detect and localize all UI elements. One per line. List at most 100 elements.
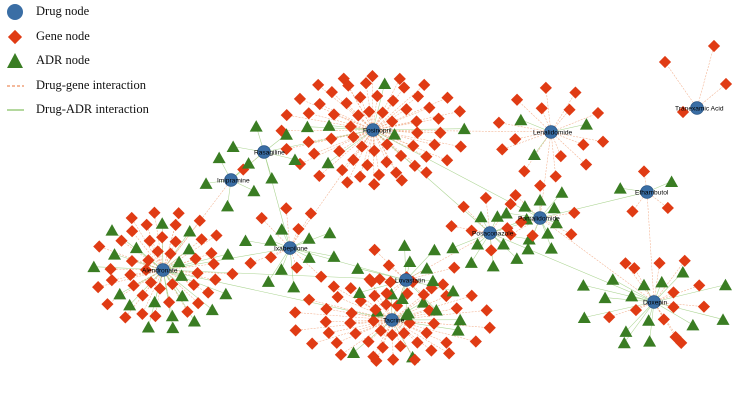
gene-node[interactable]	[166, 278, 179, 291]
gene-node[interactable]	[370, 354, 383, 367]
gene-node[interactable]	[336, 163, 349, 177]
gene-node[interactable]	[302, 135, 315, 149]
gene-node[interactable]	[384, 275, 397, 289]
adr-node[interactable]	[388, 128, 402, 140]
gene-node[interactable]	[181, 305, 194, 318]
gene-node[interactable]	[382, 259, 395, 272]
gene-node[interactable]	[418, 78, 431, 91]
gene-node[interactable]	[509, 189, 522, 202]
adr-node[interactable]	[457, 122, 471, 135]
gene-node[interactable]	[549, 170, 562, 183]
adr-node[interactable]	[239, 234, 253, 247]
adr-node[interactable]	[416, 296, 430, 308]
gene-node[interactable]	[380, 156, 393, 169]
adr-node[interactable]	[242, 157, 256, 169]
adr-node[interactable]	[718, 278, 732, 291]
adr-node[interactable]	[490, 210, 504, 222]
adr-node[interactable]	[426, 274, 440, 287]
adr-node[interactable]	[323, 226, 337, 239]
adr-node[interactable]	[322, 119, 336, 131]
adr-node[interactable]	[665, 175, 679, 188]
gene-node[interactable]	[172, 207, 185, 220]
gene-node[interactable]	[417, 288, 430, 301]
gene-node[interactable]	[327, 108, 341, 121]
gene-node[interactable]	[315, 270, 328, 283]
adr-node[interactable]	[453, 313, 467, 326]
gene-node[interactable]	[187, 278, 200, 291]
gene-node[interactable]	[408, 159, 421, 172]
gene-node[interactable]	[148, 206, 161, 219]
drug-node-tranexamic-acid[interactable]: Tranexamic Acid	[675, 101, 724, 115]
gene-node[interactable]	[485, 244, 498, 257]
drug-node-imipramine[interactable]: Imipramine	[217, 173, 250, 187]
gene-node[interactable]	[192, 297, 205, 310]
gene-node[interactable]	[626, 205, 639, 218]
gene-node[interactable]	[469, 335, 482, 348]
gene-node[interactable]	[136, 289, 149, 302]
gene-node[interactable]	[313, 97, 326, 111]
gene-node[interactable]	[397, 327, 411, 340]
gene-node[interactable]	[355, 140, 368, 153]
adr-node[interactable]	[321, 156, 335, 169]
gene-node[interactable]	[443, 347, 456, 360]
gene-node[interactable]	[707, 39, 721, 53]
gene-node[interactable]	[210, 229, 223, 242]
adr-node[interactable]	[107, 248, 121, 260]
adr-node[interactable]	[527, 148, 541, 160]
gene-node[interactable]	[362, 335, 375, 348]
adr-node[interactable]	[398, 239, 412, 251]
gene-node[interactable]	[340, 97, 353, 110]
drug-node-posaconazole[interactable]: Posaconazole	[472, 226, 514, 240]
gene-node[interactable]	[244, 257, 257, 270]
adr-node[interactable]	[141, 320, 155, 333]
gene-node[interactable]	[368, 178, 381, 191]
gene-node[interactable]	[105, 274, 118, 287]
gene-node[interactable]	[457, 200, 470, 213]
adr-node[interactable]	[541, 227, 555, 239]
gene-node[interactable]	[226, 267, 239, 281]
gene-node[interactable]	[347, 130, 360, 144]
adr-node[interactable]	[577, 311, 591, 324]
gene-node[interactable]	[289, 306, 302, 319]
gene-node[interactable]	[518, 165, 531, 178]
gene-node[interactable]	[163, 296, 176, 309]
adr-node[interactable]	[287, 280, 301, 293]
gene-node[interactable]	[304, 207, 317, 220]
gene-node[interactable]	[410, 115, 423, 128]
gene-node[interactable]	[381, 138, 394, 151]
gene-node[interactable]	[280, 202, 293, 215]
gene-node[interactable]	[280, 108, 293, 122]
adr-node[interactable]	[123, 298, 137, 311]
gene-node[interactable]	[345, 307, 358, 320]
gene-node[interactable]	[596, 135, 610, 148]
gene-node[interactable]	[565, 228, 578, 241]
gene-node[interactable]	[372, 168, 386, 182]
adr-node[interactable]	[172, 255, 186, 268]
gene-node[interactable]	[290, 261, 303, 274]
gene-node[interactable]	[344, 316, 357, 330]
gene-node[interactable]	[308, 147, 321, 160]
adr-node[interactable]	[155, 217, 169, 229]
gene-node[interactable]	[191, 267, 204, 280]
gene-node[interactable]	[667, 301, 680, 314]
adr-node[interactable]	[576, 279, 590, 291]
adr-node[interactable]	[510, 252, 524, 264]
gene-node[interactable]	[349, 327, 362, 340]
gene-node[interactable]	[104, 262, 117, 276]
gene-node[interactable]	[432, 112, 445, 125]
gene-node[interactable]	[395, 174, 408, 187]
adr-node[interactable]	[446, 284, 460, 297]
gene-node[interactable]	[144, 276, 158, 289]
drug-node-doxepin[interactable]: Doxepin	[643, 295, 668, 309]
gene-node[interactable]	[441, 91, 454, 104]
gene-node[interactable]	[504, 228, 517, 241]
gene-node[interactable]	[306, 337, 319, 350]
gene-node[interactable]	[330, 336, 343, 349]
adr-node[interactable]	[499, 206, 513, 219]
adr-node[interactable]	[403, 255, 417, 267]
gene-node[interactable]	[139, 263, 153, 276]
gene-node[interactable]	[255, 212, 268, 225]
gene-node[interactable]	[653, 257, 666, 270]
gene-node[interactable]	[434, 126, 447, 139]
adr-node[interactable]	[514, 113, 528, 126]
